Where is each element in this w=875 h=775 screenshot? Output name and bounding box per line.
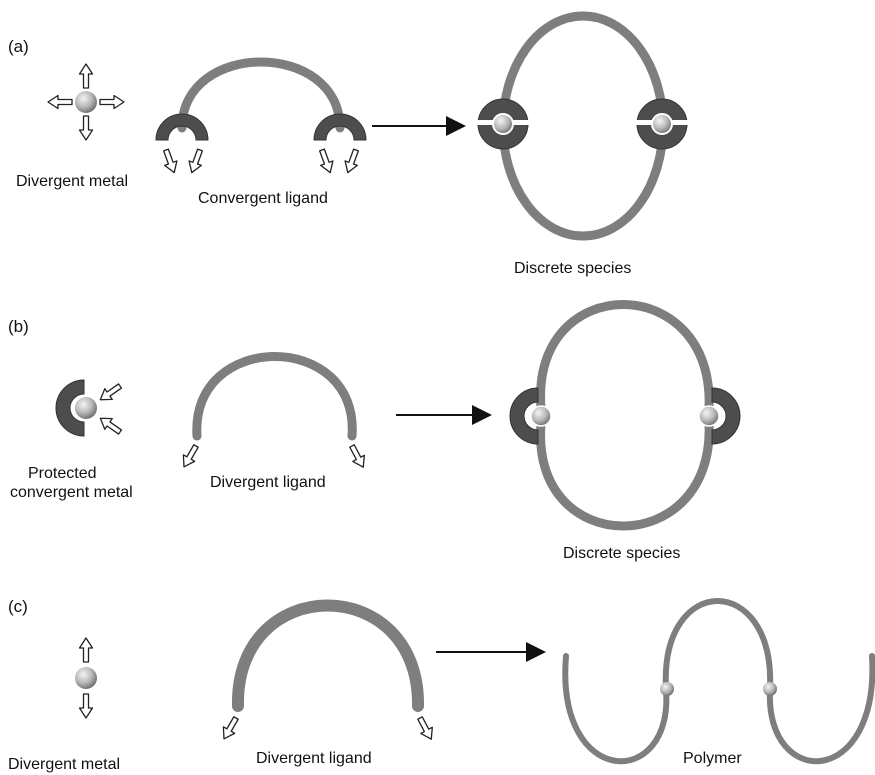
protected-convergent-metal bbox=[55, 379, 125, 438]
left-arrow-icon bbox=[95, 412, 125, 438]
ligand-arc bbox=[177, 57, 345, 133]
down-arrow-icon bbox=[341, 147, 363, 176]
c-product-label: Polymer bbox=[683, 750, 742, 767]
down-arrow-icon bbox=[159, 147, 181, 176]
down-arrow-icon bbox=[78, 693, 94, 719]
upper-ligand-arc bbox=[536, 300, 714, 413]
panel-c-label: (c) bbox=[8, 597, 28, 616]
left-arrow-icon bbox=[47, 94, 73, 110]
b-ligand-label: Divergent ligand bbox=[210, 474, 326, 491]
binding-cup-right bbox=[313, 113, 367, 141]
a-ligand-label: Convergent ligand bbox=[198, 190, 328, 207]
down-arrow-icon bbox=[345, 442, 370, 471]
metal-ball-icon bbox=[763, 682, 777, 696]
left-arrow-icon bbox=[95, 380, 125, 406]
binding-cup-left bbox=[155, 113, 209, 141]
polymer-segment bbox=[562, 653, 670, 765]
b-metal-label-line1: Protected bbox=[28, 465, 96, 482]
metal-ball-icon bbox=[492, 113, 514, 135]
polymer-segment bbox=[766, 653, 875, 765]
lower-ligand-arc bbox=[536, 419, 714, 531]
metal-ball-icon bbox=[75, 397, 97, 419]
panel-b-label: (b) bbox=[8, 317, 29, 336]
down-arrow-icon bbox=[217, 714, 243, 743]
panel-a-label: (a) bbox=[8, 37, 29, 56]
discrete-species-a bbox=[475, 11, 690, 241]
a-metal-label: Divergent metal bbox=[16, 173, 128, 190]
polymer-chain bbox=[562, 598, 875, 765]
metal-ball-icon bbox=[698, 405, 720, 427]
down-arrow-icon bbox=[315, 147, 337, 176]
c-ligand-label: Divergent ligand bbox=[256, 750, 372, 767]
divergent-metal-c bbox=[75, 637, 97, 719]
b-product-label: Discrete species bbox=[563, 545, 680, 562]
down-arrow-icon bbox=[413, 714, 438, 743]
metal-ball-icon bbox=[651, 113, 673, 135]
ligand-arc bbox=[192, 352, 357, 441]
protecting-cap-left bbox=[509, 387, 539, 445]
metal-ball-icon bbox=[530, 405, 552, 427]
down-arrow-icon bbox=[78, 115, 94, 141]
ligand-arc bbox=[231, 599, 425, 712]
down-arrow-icon bbox=[185, 147, 207, 176]
polymer-segment bbox=[662, 598, 774, 691]
metal-ball-icon bbox=[660, 682, 674, 696]
divergent-ligand-b bbox=[177, 352, 370, 471]
divergent-ligand-c bbox=[217, 599, 438, 743]
discrete-species-b bbox=[509, 300, 741, 531]
right-arrow-icon bbox=[99, 94, 125, 110]
down-arrow-icon bbox=[177, 442, 203, 471]
protecting-cap bbox=[55, 379, 85, 437]
c-metal-label: Divergent metal bbox=[8, 756, 120, 773]
up-arrow-icon bbox=[78, 63, 94, 89]
b-metal-label-line2: convergent metal bbox=[10, 484, 133, 501]
metal-ball-icon bbox=[75, 91, 97, 113]
convergent-ligand-a bbox=[155, 57, 367, 176]
metal-ball-icon bbox=[75, 667, 97, 689]
a-product-label: Discrete species bbox=[514, 260, 631, 277]
up-arrow-icon bbox=[78, 637, 94, 663]
divergent-metal-a bbox=[47, 63, 125, 141]
protecting-cap-right bbox=[711, 387, 741, 445]
